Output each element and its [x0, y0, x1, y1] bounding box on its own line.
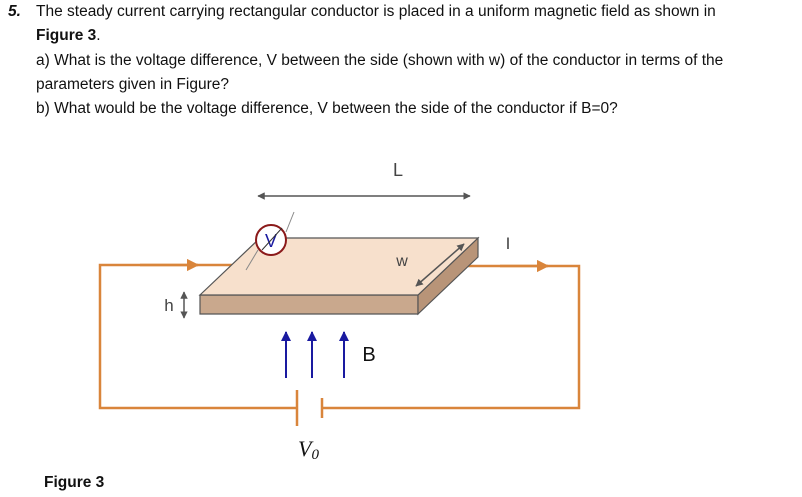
question-line-2: Figure 3.	[36, 27, 101, 45]
voltmeter-label: V	[265, 231, 277, 251]
source-voltage-label: V0	[298, 436, 319, 463]
figure-reference-period: .	[96, 27, 101, 44]
part-a-line-2: parameters given in Figure?	[36, 76, 229, 93]
voltmeter-lead-left	[245, 249, 259, 271]
part-b-line: b) What would be the voltage difference,…	[36, 100, 618, 117]
question-number: 5.	[8, 3, 21, 20]
height-label: h	[164, 296, 173, 315]
voltmeter-needle-icon	[261, 227, 283, 251]
figure-caption: Figure 3	[44, 474, 105, 491]
conductor-slab	[198, 236, 480, 316]
magnetic-field-label: B	[362, 344, 375, 366]
battery-symbol	[295, 390, 324, 426]
voltmeter-lead-right	[285, 211, 295, 233]
source-voltage-subscript: 0	[311, 447, 319, 463]
source-voltage-symbol: V	[298, 436, 314, 461]
slab-front-face	[199, 294, 419, 315]
width-dimension-arrow	[415, 243, 465, 287]
part-a-line-1: a) What is the voltage difference, V bet…	[36, 52, 724, 69]
length-label: L	[393, 160, 403, 180]
magnetic-field-arrows	[281, 331, 349, 378]
current-label: I	[506, 234, 511, 253]
width-label: w	[395, 253, 408, 270]
question-line-1: The steady current carrying rectangular …	[36, 3, 716, 20]
figure-reference: Figure 3	[36, 27, 97, 44]
